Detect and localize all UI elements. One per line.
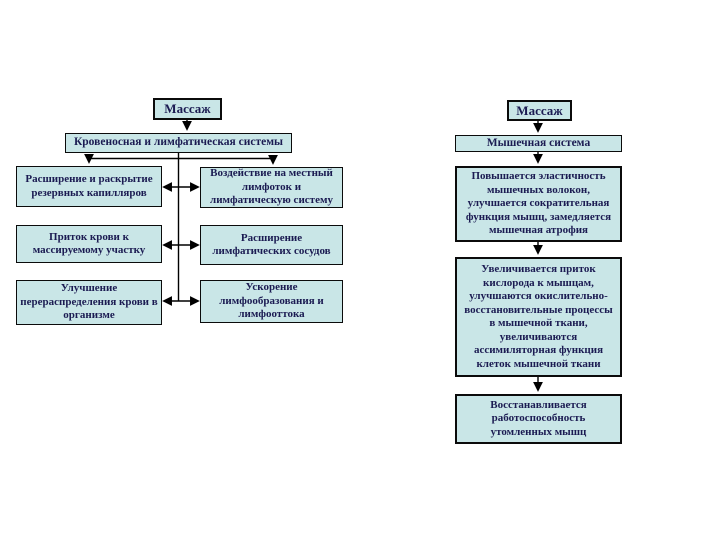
effect-box-oxygen-processes: Увеличивается приток кислорода к мышцам,… [455,257,622,377]
muscle-system-box: Мышечная система [455,135,622,152]
effect-box-lymph-vessels: Расширение лимфатических сосудов [200,225,343,265]
effect-box-blood-flow: Приток крови к массируемому участку [16,225,162,263]
effect-box-muscle-recovery: Восстанавливается работоспособность утом… [455,394,622,444]
effect-box-lymph-influence: Воздействие на местный лимфоток и лимфат… [200,167,343,208]
effect-box-lymph-formation: Ускорение лимфообразования и лимфооттока [200,280,343,323]
effect-box-capillaries: Расширение и раскрытие резервных капилля… [16,166,162,207]
left-diagram-connectors [84,120,278,306]
effect-box-muscle-elasticity: Повышается эластичность мышечных волокон… [455,166,622,242]
massage-title-box-right: Массаж [507,100,572,121]
effect-box-blood-redistribution: Улучшение перераспределения крови в орга… [16,280,162,325]
massage-title-box-left: Массаж [153,98,222,120]
blood-lymph-system-box: Кровеносная и лимфатическая системы [65,133,292,153]
